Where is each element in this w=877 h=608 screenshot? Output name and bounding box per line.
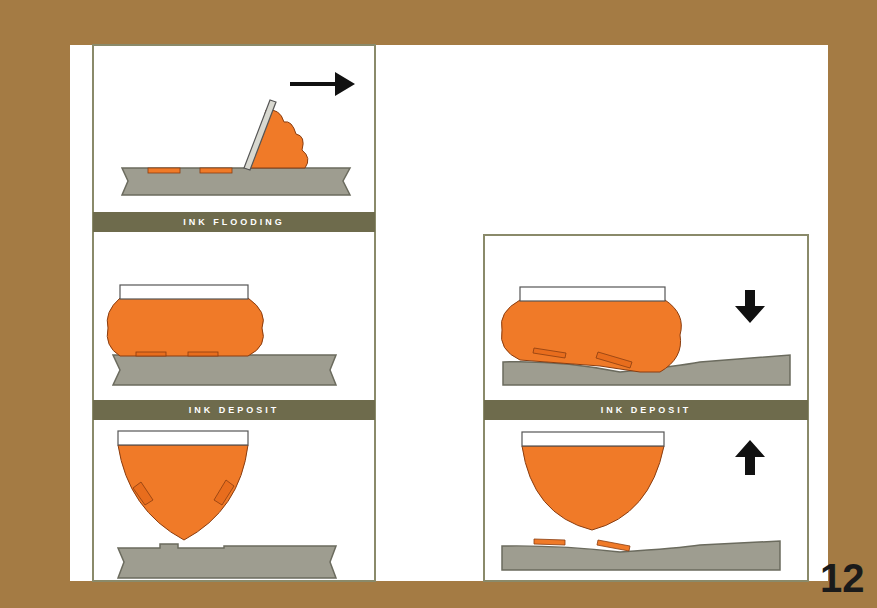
silicone-pad [522, 446, 664, 530]
step-label: INK DEPOSIT [189, 405, 280, 415]
cliche-plate [113, 355, 336, 385]
ink-film [596, 352, 632, 368]
ink-film [214, 480, 234, 505]
step-label: INK FLOODING [183, 217, 285, 227]
cliche-plate [122, 168, 350, 195]
step-label: INK DEPOSIT [601, 405, 692, 415]
ink-well [148, 168, 180, 173]
up-arrow [735, 440, 765, 475]
printed-ink [534, 539, 565, 545]
page-number: 12 [820, 558, 865, 598]
printed-ink [597, 540, 630, 551]
silicone-pad [501, 300, 681, 372]
right-frame [484, 235, 808, 581]
direction-arrow [290, 72, 355, 96]
left-frame [93, 45, 375, 581]
ink-film [136, 352, 166, 356]
curved-part [502, 541, 780, 570]
ink-film [188, 352, 218, 356]
silicone-pad [118, 445, 248, 540]
silicone-pad [107, 298, 263, 356]
caption-band: INK DEPOSIT [484, 400, 808, 420]
down-arrow [735, 290, 765, 323]
ink-film [133, 482, 153, 505]
doctor-blade [244, 100, 276, 170]
ink-film [533, 348, 566, 358]
pad-holder [120, 285, 248, 299]
caption-band: INK FLOODING [93, 212, 375, 232]
cliche-plate [118, 544, 336, 578]
caption-band: INK DEPOSIT [93, 400, 375, 420]
white-panel [70, 45, 828, 581]
pad-holder [118, 431, 248, 445]
ink-well [200, 168, 232, 173]
pad-holder [520, 287, 665, 301]
pad-holder [522, 432, 664, 446]
